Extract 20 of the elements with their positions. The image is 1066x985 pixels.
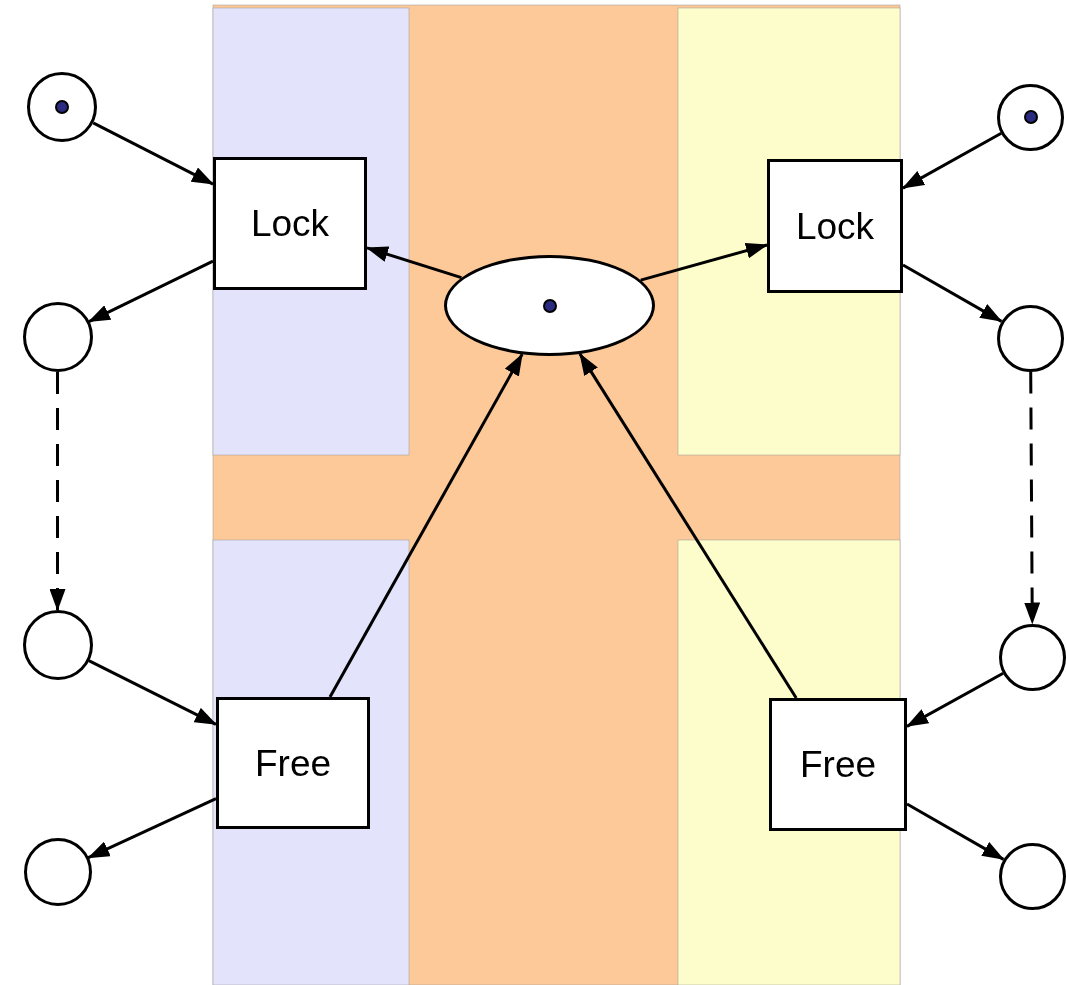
transition-label: Lock xyxy=(795,207,875,245)
arrow xyxy=(902,263,1003,323)
transition-box xyxy=(767,159,903,293)
arrow xyxy=(906,671,1004,728)
transition-box xyxy=(213,157,367,290)
transition-label: Free xyxy=(799,746,877,783)
arrow xyxy=(366,246,462,280)
arrow xyxy=(88,259,214,323)
transition-label: Free xyxy=(254,744,332,782)
arrow xyxy=(1024,371,1041,625)
arrow xyxy=(49,372,66,611)
arrow xyxy=(902,132,1002,190)
transition-label: Lock xyxy=(250,205,330,242)
arrow xyxy=(92,121,214,186)
transition-box xyxy=(769,698,907,831)
arrow xyxy=(906,802,1005,861)
arrow xyxy=(640,242,768,282)
transition-box xyxy=(216,697,370,829)
arrow xyxy=(87,797,217,860)
arrow xyxy=(88,659,217,726)
